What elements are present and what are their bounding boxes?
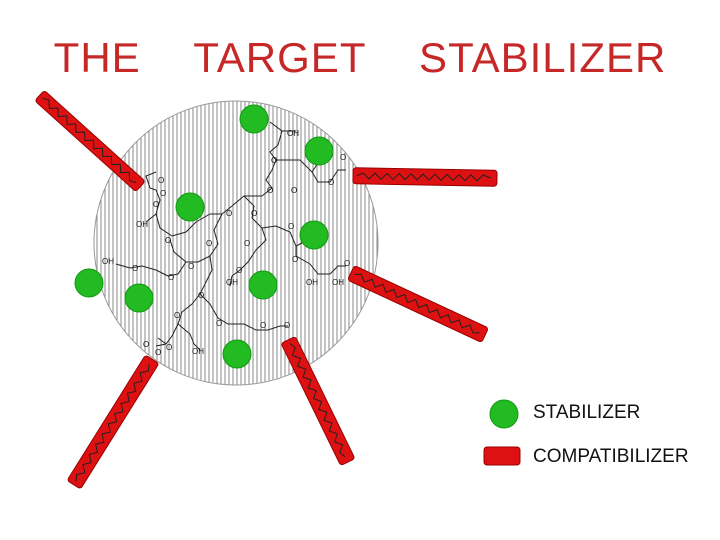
- oxygen-label: O: [143, 340, 149, 349]
- compatibilizer-rod: [35, 91, 145, 191]
- oxygen-label: O: [155, 348, 161, 357]
- oxygen-label: O: [165, 236, 171, 245]
- oxygen-label: O: [251, 209, 257, 218]
- oxygen-label: O: [244, 239, 250, 248]
- oxygen-label: O: [236, 266, 242, 275]
- stabilizer-bead: [239, 104, 269, 134]
- legend-stabilizer-swatch: [489, 399, 519, 429]
- compatibilizer-rods: [35, 91, 498, 489]
- hydroxyl-label: OH: [306, 278, 318, 287]
- molecule-labels: OH O O O O O O O O O O OH O O O O O O O …: [102, 129, 350, 357]
- oxygen-label: O: [153, 200, 159, 209]
- hydroxyl-label: OH: [102, 257, 114, 266]
- oxygen-label: O: [174, 311, 180, 320]
- oxygen-label: O: [216, 319, 222, 328]
- hydroxyl-label: OH: [192, 347, 204, 356]
- oxygen-label: O: [132, 264, 138, 273]
- compatibilizer-rod: [348, 265, 488, 343]
- stabilizer-bead: [222, 339, 252, 369]
- oxygen-label: O: [271, 156, 277, 165]
- stabilizer-bead: [299, 220, 329, 250]
- stabilizer-bead: [304, 136, 334, 166]
- hydroxyl-label: OH: [287, 129, 299, 138]
- oxygen-label: O: [291, 186, 297, 195]
- oxygen-label: O: [158, 176, 164, 185]
- stabilizer-bead: [124, 283, 154, 313]
- hydroxyl-label: OH: [136, 220, 148, 229]
- legend-stabilizer-label: STABILIZER: [533, 402, 641, 423]
- oxygen-label: O: [267, 186, 273, 195]
- oxygen-label: O: [328, 178, 334, 187]
- oxygen-label: O: [206, 239, 212, 248]
- oxygen-label: O: [198, 291, 204, 300]
- oxygen-label: O: [166, 343, 172, 352]
- oxygen-label: O: [226, 209, 232, 218]
- oxygen-label: O: [288, 222, 294, 231]
- oxygen-label: O: [292, 255, 298, 264]
- legend-compatibilizer-swatch: [483, 446, 521, 466]
- particle-core: [93, 100, 379, 386]
- hydroxyl-label: OH: [226, 278, 238, 287]
- stabilizer-bead: [74, 268, 104, 298]
- compatibilizer-rod: [281, 336, 355, 466]
- hydroxyl-label: OH: [332, 278, 344, 287]
- page-title: THE TARGET STABILIZER: [53, 34, 667, 81]
- oxygen-label: O: [340, 153, 346, 162]
- oxygen-label: O: [168, 273, 174, 282]
- oxygen-label: O: [188, 262, 194, 271]
- oxygen-label: O: [160, 189, 166, 198]
- compatibilizer-rod: [352, 167, 498, 187]
- oxygen-label: O: [344, 259, 350, 268]
- stabilizer-beads: [74, 104, 334, 369]
- oxygen-label: O: [260, 321, 266, 330]
- molecule-structure: [115, 121, 346, 351]
- oxygen-label: O: [284, 321, 290, 330]
- legend-compatibilizer-label: COMPATIBILIZER: [533, 446, 689, 467]
- compatibilizer-rod: [67, 355, 159, 489]
- stabilizer-bead: [248, 270, 278, 300]
- stabilizer-bead: [175, 192, 205, 222]
